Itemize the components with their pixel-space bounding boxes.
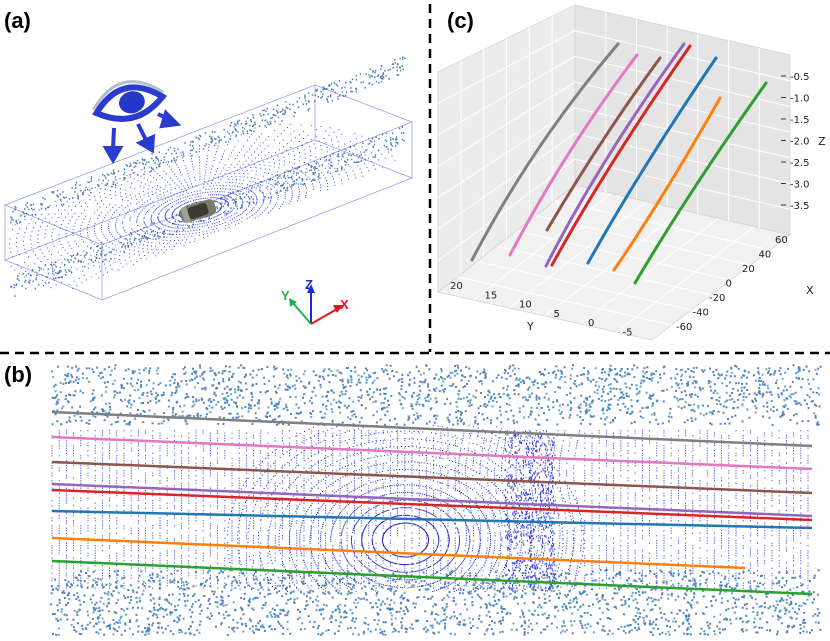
bev-lane-line	[51, 482, 813, 518]
y-tick-label: -5	[623, 328, 633, 339]
axis-gizmo-y-label: Y	[281, 288, 290, 303]
axis-gizmo: Z X Y	[281, 277, 349, 325]
panel-c-3d-plot: -0.5-1.0-1.5-2.0-2.5-3.0-3.5 Z 6040200-2…	[437, 4, 826, 341]
grid-lines	[437, 12, 791, 333]
z-tick-label: -2.5	[790, 158, 810, 169]
x-tick-label: -40	[693, 308, 709, 319]
y-axis-label: Y	[526, 320, 534, 333]
bev-lane-line	[51, 410, 813, 448]
z-axis: -0.5 -1.0 -1.5 -2.0 -2.5 -3.0 -3.5	[781, 72, 810, 212]
panel-a-label: (a)	[4, 8, 31, 33]
z-tick-label: -1.0	[790, 94, 810, 105]
z-tick-label: -3.0	[790, 180, 810, 191]
lane-curves-3d	[470, 42, 768, 285]
panel-b	[50, 364, 822, 636]
y-axis: 20 15 10 5 0 -5	[450, 281, 632, 339]
bev-lane-line	[51, 488, 813, 522]
axis-gizmo-z-label: Z	[305, 277, 313, 292]
point-cloud-a	[9, 56, 406, 297]
panel-c-label: (c)	[447, 8, 474, 33]
lane-curve	[612, 96, 722, 272]
axis-gizmo-x-label: X	[340, 297, 349, 312]
lane-curve	[633, 81, 768, 285]
car-icon	[179, 199, 217, 224]
bev-lane-line	[51, 536, 746, 570]
x-tick-label: 0	[726, 279, 732, 290]
x-tick-label: 40	[759, 250, 772, 261]
lane-curve	[544, 42, 686, 268]
lane-curve	[508, 53, 639, 257]
x-axis-label: X	[806, 284, 814, 297]
lane-curve	[545, 56, 662, 232]
x-tick-label: 20	[742, 264, 755, 275]
lane-curve	[550, 44, 692, 267]
z-tick-label: -2.0	[790, 137, 810, 148]
y-tick-label: 10	[519, 300, 532, 311]
lane-curve	[470, 42, 620, 262]
bev-lane-lines	[51, 410, 813, 596]
bev-lane-line	[51, 559, 813, 596]
y-tick-label: 5	[554, 309, 560, 320]
view-direction-arrows	[102, 109, 182, 164]
point-cloud-bounding-box	[4, 84, 413, 301]
y-tick-label: 20	[450, 281, 463, 292]
z-tick-label: -3.5	[790, 201, 810, 212]
bev-lane-line	[51, 460, 813, 495]
panel-b-label: (b)	[4, 362, 33, 387]
x-tick-label: -60	[676, 322, 692, 333]
y-tick-label: 0	[588, 318, 594, 329]
lane-curve	[586, 56, 718, 265]
y-tick-label: 15	[485, 290, 498, 301]
z-tick-label: -0.5	[790, 72, 810, 83]
bev-lane-line	[51, 509, 813, 530]
z-axis-label: Z	[818, 135, 826, 148]
z-tick-label: -1.5	[790, 115, 810, 126]
x-tick-label: 60	[775, 235, 788, 246]
bev-lane-line	[51, 435, 813, 471]
x-tick-label: -20	[709, 293, 725, 304]
eye-icon	[92, 80, 167, 122]
panel-a: Z X Y	[4, 56, 413, 325]
